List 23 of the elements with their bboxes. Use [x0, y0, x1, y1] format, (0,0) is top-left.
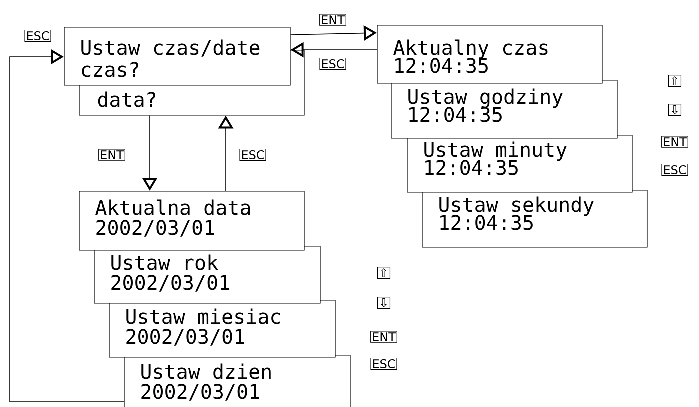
key-label: ⇩	[377, 296, 391, 310]
key-label: ESC	[370, 358, 398, 370]
display-box: Ustaw minuty 12:04:35	[407, 135, 633, 193]
key-label: ESC	[662, 164, 688, 176]
key-label: ENT	[320, 14, 346, 26]
key-label: ⇩	[668, 104, 682, 116]
display-box: Ustaw dzien 2002/03/01	[124, 355, 351, 407]
key-label: ⇧	[377, 266, 391, 280]
key-label: ENT	[98, 149, 126, 161]
key-label: ENT	[370, 331, 398, 343]
display-box: Ustaw czas/date czas?	[64, 27, 291, 86]
key-label: ESC	[320, 58, 346, 70]
key-label: ENT	[662, 136, 688, 148]
arrow	[10, 49, 124, 402]
display-box: Ustaw miesiac 2002/03/01	[109, 300, 336, 358]
display-box: Ustaw rok 2002/03/01	[94, 246, 321, 304]
display-box: Aktualna data 2002/03/01	[79, 191, 305, 251]
display-box: Ustaw godziny 12:04:35	[391, 80, 618, 139]
key-label: ⇧	[668, 74, 682, 88]
display-box: Aktualny czas 12:04:35	[377, 25, 603, 84]
key-label: ESC	[240, 148, 266, 162]
key-label: ESC	[24, 30, 52, 42]
display-box: Ustaw sekundy 12:04:35	[422, 190, 648, 248]
